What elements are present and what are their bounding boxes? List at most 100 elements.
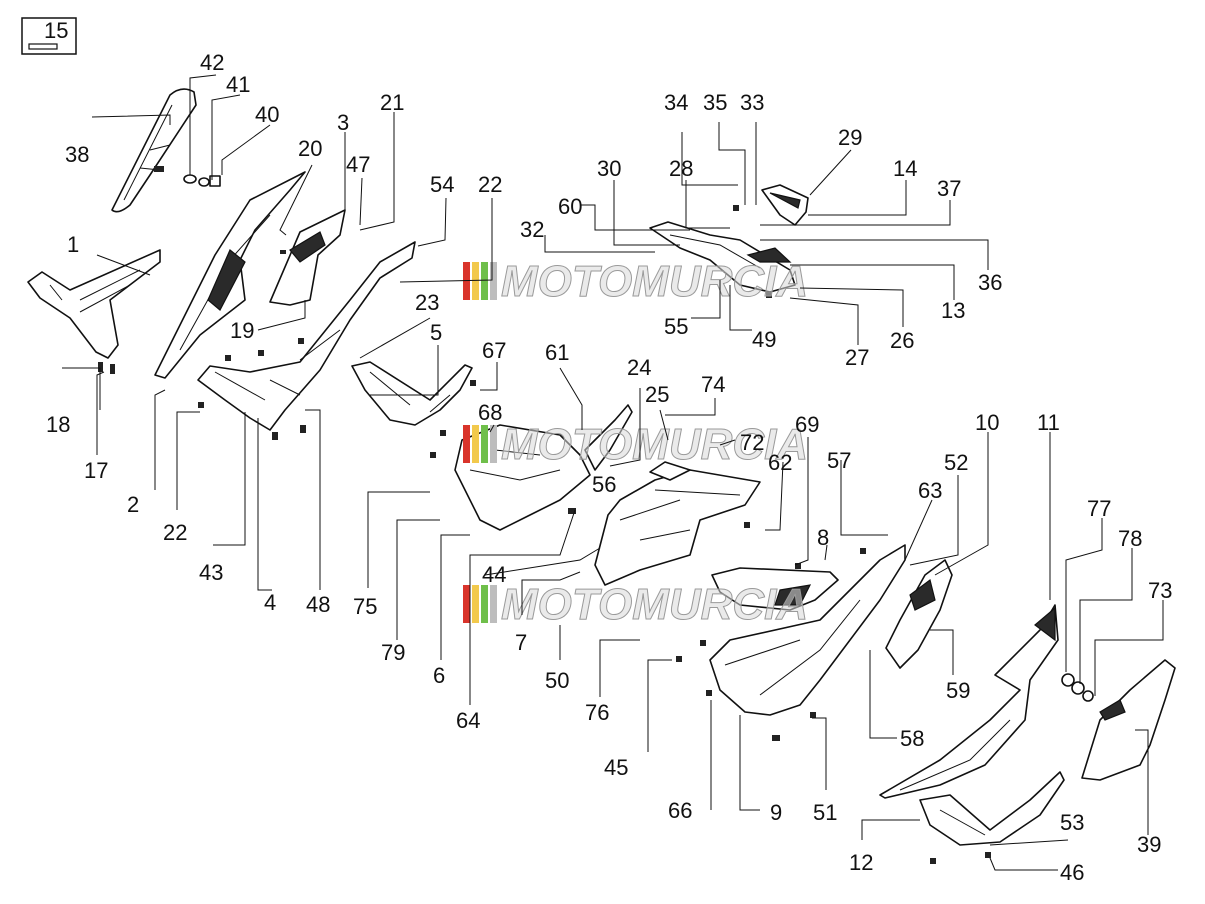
callout-9: 9 xyxy=(770,800,782,825)
part-console-13 xyxy=(649,221,796,293)
callout-24: 24 xyxy=(627,355,651,380)
callout-26: 26 xyxy=(890,328,914,353)
callout-66: 66 xyxy=(668,798,692,823)
callout-63: 63 xyxy=(918,478,942,503)
callout-61: 61 xyxy=(545,340,569,365)
callout-6: 6 xyxy=(433,663,445,688)
callout-28: 28 xyxy=(669,156,693,181)
callout-69: 69 xyxy=(795,412,819,437)
part-lower-12 xyxy=(919,771,1065,846)
callout-50: 50 xyxy=(545,668,569,693)
callout-44: 44 xyxy=(482,562,506,587)
callout-77: 77 xyxy=(1087,496,1111,521)
watermark-1: MOTOMURCIA xyxy=(463,257,809,307)
callout-79: 79 xyxy=(381,640,405,665)
callout-33: 33 xyxy=(740,90,764,115)
callout-14: 14 xyxy=(893,156,917,181)
callout-42: 42 xyxy=(200,50,224,75)
part-frame-4 xyxy=(197,241,416,440)
callout-51: 51 xyxy=(813,800,837,825)
page-index-box: 15 xyxy=(21,17,77,55)
watermark-text-2: MOTOMURCIA xyxy=(501,420,808,469)
callout-20: 20 xyxy=(298,136,322,161)
callout-27: 27 xyxy=(845,345,869,370)
callout-22a: 22 xyxy=(478,172,502,197)
callout-41: 41 xyxy=(226,72,250,97)
callout-54: 54 xyxy=(430,172,454,197)
callout-10: 10 xyxy=(975,410,999,435)
callout-38: 38 xyxy=(65,142,89,167)
callout-59: 59 xyxy=(946,678,970,703)
callout-76: 76 xyxy=(585,700,609,725)
callout-49: 49 xyxy=(752,327,776,352)
callout-8: 8 xyxy=(817,525,829,550)
callout-75: 75 xyxy=(353,594,377,619)
part-side-10 xyxy=(885,559,953,669)
callout-36: 36 xyxy=(978,270,1002,295)
part-panel-39 xyxy=(1061,659,1176,781)
callout-22b: 22 xyxy=(163,520,187,545)
callout-23: 23 xyxy=(415,290,439,315)
part-cover-5 xyxy=(351,361,473,426)
watermark-3: MOTOMURCIA xyxy=(463,580,809,630)
callout-43: 43 xyxy=(199,560,223,585)
callout-11: 11 xyxy=(1037,410,1060,435)
part-handle-38 xyxy=(111,88,221,213)
part-footrest-9 xyxy=(709,544,906,741)
callout-18: 18 xyxy=(46,412,70,437)
callout-25: 25 xyxy=(645,382,669,407)
callout-57: 57 xyxy=(827,448,851,473)
callout-48: 48 xyxy=(306,592,330,617)
part-trim-11 xyxy=(879,604,1059,799)
callout-34: 34 xyxy=(664,90,688,115)
part-cover-1 xyxy=(27,249,161,374)
callout-74: 74 xyxy=(701,372,725,397)
callout-1: 1 xyxy=(67,232,79,257)
callout-47: 47 xyxy=(346,152,370,177)
watermark-text-3: MOTOMURCIA xyxy=(501,580,808,629)
callout-68: 68 xyxy=(478,400,502,425)
part-inner-7 xyxy=(594,461,761,586)
callout-13: 13 xyxy=(941,298,965,323)
callout-19: 19 xyxy=(230,318,254,343)
callout-30: 30 xyxy=(597,156,621,181)
fasteners xyxy=(225,205,991,864)
part-bracket-3 xyxy=(269,209,346,306)
part-panel-2 xyxy=(154,171,306,379)
callout-7: 7 xyxy=(515,630,527,655)
watermark-text-1: MOTOMURCIA xyxy=(501,257,808,306)
watermark-2: MOTOMURCIA xyxy=(463,420,809,470)
leader-lines xyxy=(62,74,1164,871)
callout-46: 46 xyxy=(1060,860,1084,885)
callout-53: 53 xyxy=(1060,810,1084,835)
callout-56: 56 xyxy=(592,472,616,497)
page-index-number: 15 xyxy=(44,18,68,43)
callout-62: 62 xyxy=(768,450,792,475)
callout-3: 3 xyxy=(337,110,349,135)
callout-45: 45 xyxy=(604,755,628,780)
callout-78: 78 xyxy=(1118,526,1142,551)
callout-21: 21 xyxy=(380,90,404,115)
callout-58: 58 xyxy=(900,726,924,751)
callout-67: 67 xyxy=(482,338,506,363)
callout-60: 60 xyxy=(558,194,582,219)
callout-40: 40 xyxy=(255,102,279,127)
callout-72: 72 xyxy=(740,430,764,455)
callout-52: 52 xyxy=(944,450,968,475)
callout-32: 32 xyxy=(520,217,544,242)
callout-73: 73 xyxy=(1148,578,1172,603)
callout-4: 4 xyxy=(264,590,276,615)
part-center-6 xyxy=(454,404,633,531)
callout-35: 35 xyxy=(703,90,727,115)
callout-5: 5 xyxy=(430,320,442,345)
callout-39: 39 xyxy=(1137,832,1161,857)
callout-2: 2 xyxy=(127,492,139,517)
callout-labels: 1 2 3 4 5 6 7 8 9 10 11 12 13 14 17 18 1… xyxy=(46,50,1172,885)
part-mirror-14 xyxy=(761,184,809,226)
callout-29: 29 xyxy=(838,125,862,150)
callout-12: 12 xyxy=(849,850,873,875)
part-floor-8 xyxy=(711,567,839,611)
callout-64: 64 xyxy=(456,708,480,733)
callout-37: 37 xyxy=(937,176,961,201)
